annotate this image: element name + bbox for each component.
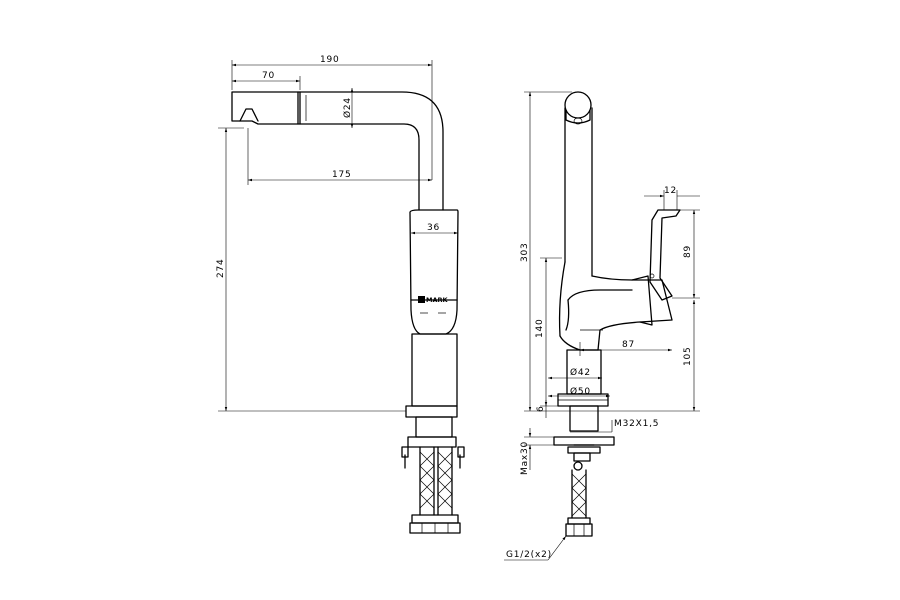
dim-175: 175 — [332, 170, 352, 180]
dim-50: Ø50 — [570, 386, 591, 397]
front-dimensions: 190 70 Ø24 175 36 274 — [216, 55, 458, 412]
brand-logo-icon — [418, 296, 425, 303]
brand-logo-text: MARK — [426, 296, 449, 304]
dim-6: 6 — [536, 405, 546, 412]
dim-303: 303 — [520, 242, 530, 262]
mounting-hardware — [401, 416, 465, 534]
side-spout-top — [564, 91, 592, 125]
faucet-body: MARK — [409, 209, 459, 407]
braided-hose-right — [437, 446, 453, 516]
dim-89: 89 — [683, 245, 693, 258]
dim-36: 36 — [427, 223, 440, 233]
dim-87: 87 — [622, 340, 635, 350]
spout-head — [231, 91, 301, 125]
front-view: MARK — [216, 55, 465, 534]
dim-274: 274 — [216, 258, 226, 278]
dim-42: Ø42 — [570, 367, 591, 378]
dim-140: 140 — [535, 318, 545, 338]
dim-24: Ø24 — [342, 97, 353, 118]
spout-arm — [299, 91, 444, 211]
dim-70: 70 — [262, 71, 275, 81]
side-lever — [631, 209, 681, 326]
dim-thread: M32X1,5 — [614, 419, 659, 429]
braided-hose-left — [419, 446, 435, 516]
dim-190: 190 — [320, 55, 340, 65]
side-mounting — [553, 405, 615, 537]
side-braided-hose — [571, 469, 587, 519]
side-dimensions: 303 12 89 140 87 105 Ø42 — [504, 91, 700, 561]
base-flange — [405, 405, 458, 418]
dim-hose: G1/2(x2) — [506, 550, 552, 560]
side-view: 303 12 89 140 87 105 Ø42 — [504, 91, 700, 561]
dim-105: 105 — [683, 346, 693, 366]
side-body — [558, 261, 673, 395]
dim-max30: Max30 — [520, 441, 530, 475]
dim-12: 12 — [664, 186, 677, 196]
side-column — [564, 107, 593, 277]
